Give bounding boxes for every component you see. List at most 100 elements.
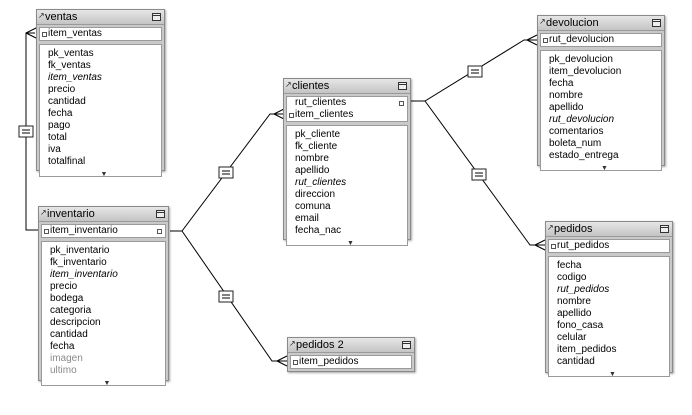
field-item: item_devolucion <box>549 66 622 77</box>
crowfoot-clientes <box>273 108 285 120</box>
key-icon <box>399 101 404 106</box>
key-fields: item_ventas <box>39 27 162 41</box>
collapse-icon[interactable] <box>156 210 165 218</box>
field-list[interactable]: pk_ventas fk_ventas item_ventas precio c… <box>39 44 162 178</box>
table-title: pedidos 2 <box>296 339 344 351</box>
table-title-bar[interactable]: ↗ pedidos <box>546 222 672 237</box>
field-item: pk_devolucion <box>549 54 613 65</box>
field-item: direccion <box>295 189 336 200</box>
key-field-label: item_pedidos <box>299 356 359 367</box>
key-icon <box>293 360 298 365</box>
crowfoot-pedidos <box>534 239 546 251</box>
resize-arrow-icon: ↗ <box>38 11 45 20</box>
table-ventas[interactable]: ↗ ventas item_ventas pk_ventas fk_ventas… <box>36 9 165 178</box>
field-item: comuna <box>295 201 331 212</box>
scroll-down-arrow-icon[interactable]: ▼ <box>100 171 108 178</box>
table-title-bar[interactable]: ↗ devolucion <box>538 16 664 31</box>
field-item: item_inventario <box>50 269 118 280</box>
key-field-row[interactable]: item_inventario <box>42 225 165 237</box>
key-field-row[interactable]: item_clientes <box>287 109 407 121</box>
field-item: nombre <box>549 90 583 101</box>
key-fields: item_pedidos <box>290 355 412 369</box>
table-pedidos-2[interactable]: ↗ pedidos 2 item_pedidos <box>287 337 415 372</box>
rel-symbol-clientes-pedidos <box>471 168 487 181</box>
field-item: fono_casa <box>557 320 604 331</box>
field-item: pk_inventario <box>50 245 110 256</box>
field-item: imagen <box>50 353 83 364</box>
field-item: nombre <box>557 296 591 307</box>
key-icon <box>157 229 162 234</box>
field-item: estado_entrega <box>549 150 619 161</box>
key-field-row[interactable]: rut_clientes <box>287 97 407 109</box>
field-item: comentarios <box>549 126 604 137</box>
key-field-row[interactable]: rut_pedidos <box>549 240 669 252</box>
field-list[interactable]: pk_cliente fk_cliente nombre apellido ru… <box>286 125 408 247</box>
field-item: apellido <box>295 165 330 176</box>
field-item: iva <box>48 144 61 155</box>
crowfoot-pedidos2 <box>276 355 288 367</box>
field-item: nombre <box>295 153 329 164</box>
key-field-row[interactable]: rut_devolucion <box>541 34 661 46</box>
key-fields: rut_pedidos <box>548 239 670 253</box>
collapse-icon[interactable] <box>652 19 661 27</box>
rel-symbol-inventario-clientes <box>218 166 234 179</box>
field-item: email <box>295 213 319 224</box>
field-item: categoria <box>50 305 92 316</box>
scroll-down-arrow-icon[interactable]: ▼ <box>347 240 354 247</box>
key-icon <box>543 38 548 43</box>
field-item: fecha <box>549 78 574 89</box>
field-item: pk_cliente <box>295 129 341 140</box>
collapse-icon[interactable] <box>402 341 411 349</box>
field-item: descripcion <box>50 317 101 328</box>
field-list[interactable]: pk_inventario fk_inventario item_inventa… <box>41 241 166 387</box>
table-inventario[interactable]: ↗ inventario item_inventario pk_inventar… <box>38 206 169 387</box>
field-list[interactable]: fecha codigo rut_pedidos nombre apellido… <box>548 256 670 378</box>
rel-symbol-ventas-inventario <box>18 125 34 138</box>
key-icon <box>42 32 47 37</box>
field-item: total <box>48 132 67 143</box>
table-title-bar[interactable]: ↗ clientes <box>284 79 410 94</box>
key-field-label: item_clientes <box>295 109 354 120</box>
table-title: inventario <box>47 208 95 220</box>
table-title: devolucion <box>546 17 599 29</box>
field-item: fecha <box>48 108 73 119</box>
table-devolucion[interactable]: ↗ devolucion rut_devolucion pk_devolucio… <box>537 15 665 172</box>
field-item: fecha <box>50 341 75 352</box>
scroll-down-arrow-icon[interactable]: ▼ <box>103 380 111 387</box>
field-item: totalfinal <box>48 156 86 167</box>
field-item: pk_ventas <box>48 48 94 59</box>
rel-symbol-clientes-devolucion <box>467 65 483 78</box>
field-item: fk_cliente <box>295 141 338 152</box>
table-pedidos[interactable]: ↗ pedidos rut_pedidos fecha codigo rut_p… <box>545 221 673 378</box>
scroll-down-arrow-icon[interactable]: ▼ <box>601 165 608 172</box>
collapse-icon[interactable] <box>398 82 407 90</box>
field-item: rut_clientes <box>295 177 347 188</box>
field-list[interactable]: pk_devolucion item_devolucion fecha nomb… <box>540 50 662 172</box>
field-item: item_pedidos <box>557 344 617 355</box>
resize-arrow-icon: ↗ <box>285 80 292 89</box>
field-item: ultimo <box>50 365 77 376</box>
table-title: clientes <box>292 80 330 92</box>
key-icon <box>289 113 294 118</box>
table-title-bar[interactable]: ↗ pedidos 2 <box>288 338 414 353</box>
field-item: bodega <box>50 293 84 304</box>
field-item: fecha <box>557 260 582 271</box>
key-field-label: rut_pedidos <box>557 240 610 251</box>
field-item: boleta_num <box>549 138 602 149</box>
table-title: pedidos <box>554 223 593 235</box>
table-clientes[interactable]: ↗ clientes rut_clientes item_clientes pk… <box>283 78 411 247</box>
field-item: precio <box>50 281 78 292</box>
scroll-down-arrow-icon[interactable]: ▼ <box>609 371 616 378</box>
field-item: apellido <box>549 102 584 113</box>
key-icon <box>44 229 49 234</box>
collapse-icon[interactable] <box>660 225 669 233</box>
key-icon <box>551 244 556 249</box>
table-title-bar[interactable]: ↗ ventas <box>37 10 164 25</box>
field-item: codigo <box>557 272 587 283</box>
collapse-icon[interactable] <box>152 13 161 21</box>
key-field-row[interactable]: item_ventas <box>40 28 161 40</box>
key-field-row[interactable]: item_pedidos <box>291 356 411 368</box>
table-title-bar[interactable]: ↗ inventario <box>39 207 168 222</box>
key-fields: item_inventario <box>41 224 166 238</box>
